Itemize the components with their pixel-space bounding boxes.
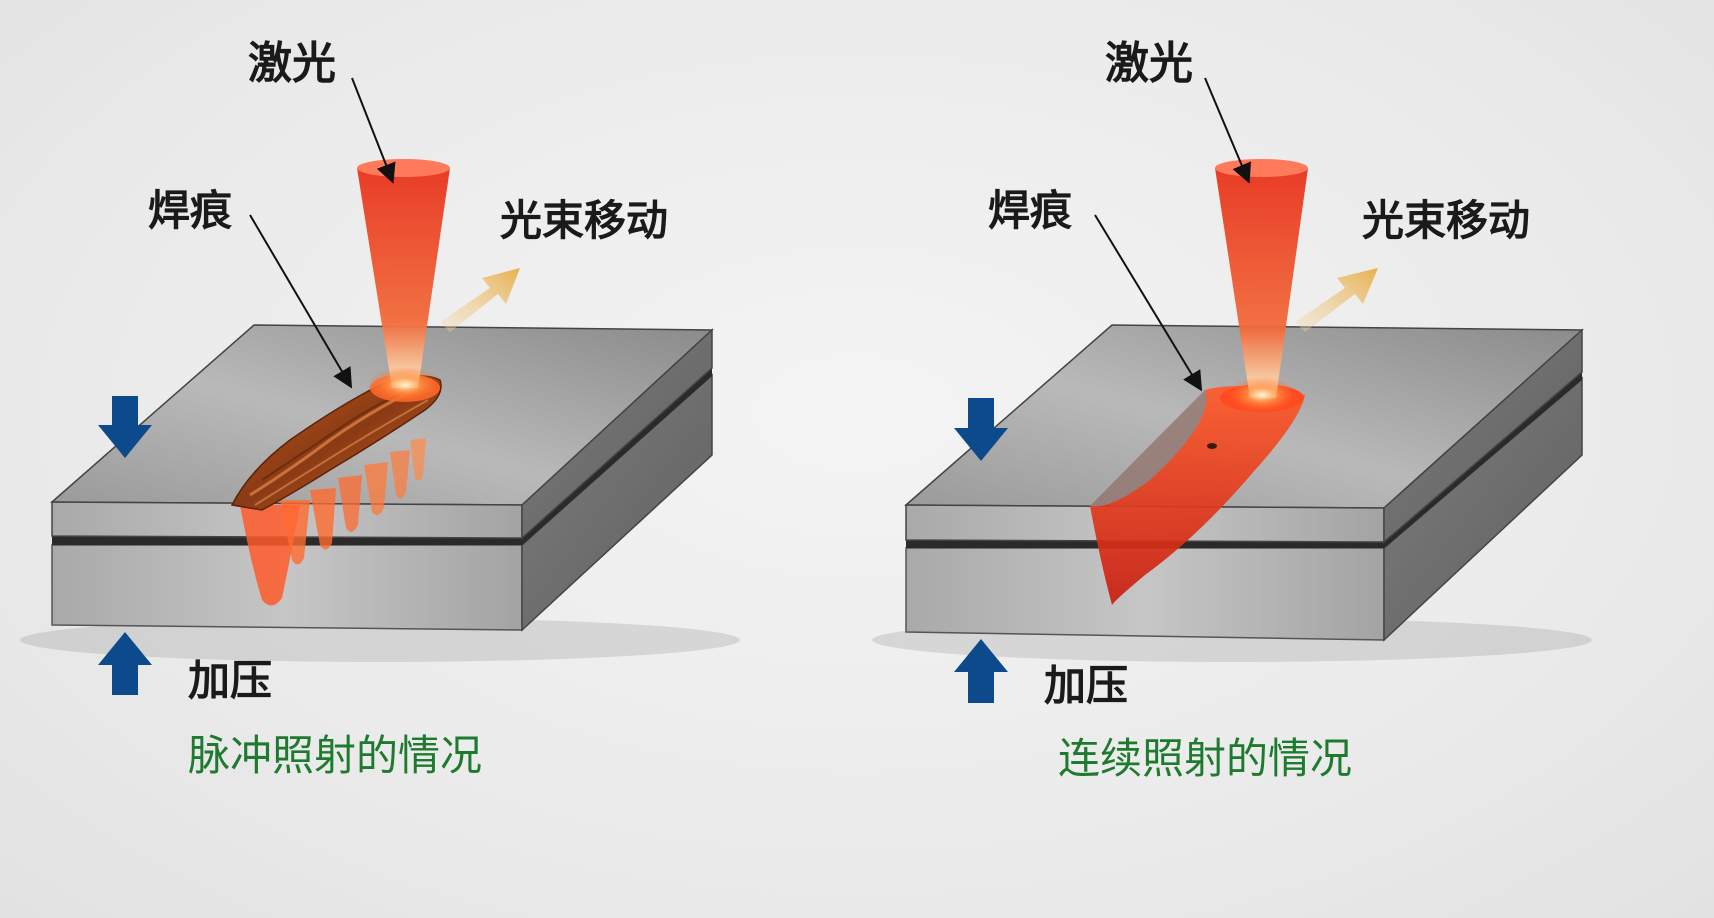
panel-caption: 连续照射的情况 — [1058, 734, 1353, 783]
pressure-label: 加压 — [188, 656, 273, 705]
laser-callout-line — [351, 77, 396, 184]
laser-label: 激光 — [1105, 38, 1193, 89]
pulsed-melt-penetration — [240, 438, 426, 606]
beam-move-arrow — [1295, 268, 1378, 332]
pressure-arrow-down — [98, 396, 152, 458]
weld-mark-label: 焊痕 — [988, 186, 1073, 235]
pressure-label: 加压 — [1044, 661, 1129, 710]
pressure-arrow-up — [954, 639, 1008, 703]
beam-move-label: 光束移动 — [500, 196, 669, 245]
panel-caption: 脉冲照射的情况 — [188, 731, 483, 780]
weld-callout-line — [249, 214, 353, 389]
weld-mark-label: 焊痕 — [148, 186, 233, 235]
pressure-arrow-up — [98, 632, 152, 695]
pressure-arrow-down — [954, 398, 1008, 461]
panel-continuous — [872, 77, 1592, 703]
laser-label: 激光 — [248, 38, 336, 89]
plate-shadow — [20, 618, 740, 662]
laser-callout-line — [1204, 77, 1251, 184]
beam-move-label: 光束移动 — [1362, 196, 1531, 245]
beam-move-arrow — [440, 268, 520, 332]
panel-pulsed — [20, 77, 740, 695]
weld-callout-line — [1094, 214, 1203, 392]
